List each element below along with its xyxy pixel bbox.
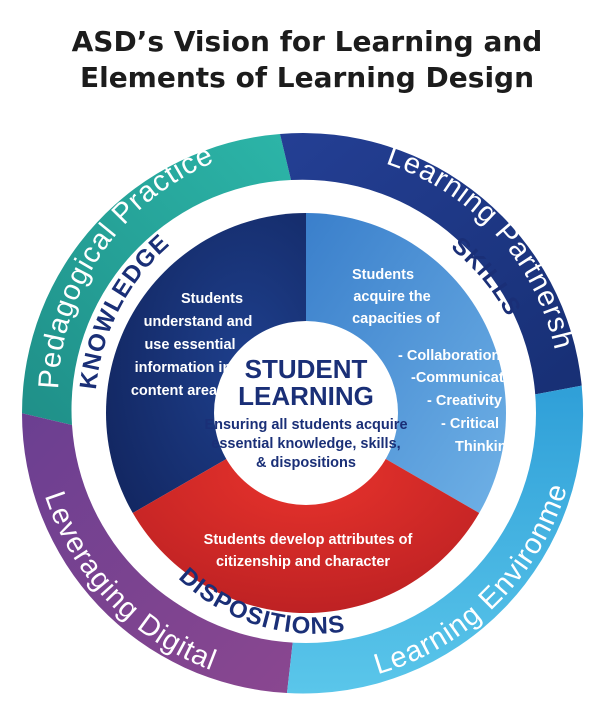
skills-intro-line: Students bbox=[352, 267, 414, 283]
dispositions-description: Students develop attributes of citizensh… bbox=[204, 532, 413, 570]
ring-segment-leveraging-digital bbox=[21, 413, 294, 693]
knowledge-line: information in bbox=[135, 360, 232, 376]
title-line-1: ASD’s Vision for Learning and bbox=[71, 25, 543, 58]
page-title: ASD’s Vision for Learning and Elements o… bbox=[0, 24, 614, 96]
dispositions-line: Students develop attributes of bbox=[204, 532, 413, 548]
dispositions-line: citizenship and character bbox=[216, 554, 390, 570]
title-line-2: Elements of Learning Design bbox=[79, 61, 535, 94]
center-circle bbox=[214, 321, 398, 505]
dispositions-slice bbox=[132, 413, 480, 613]
skills-intro-line: capacities of bbox=[352, 311, 440, 327]
center-title-line-1: STUDENT bbox=[245, 354, 368, 384]
skills-intro-line: acquire the bbox=[353, 289, 430, 305]
ring-segment-learning-environments bbox=[287, 385, 584, 694]
skills-item: - Collaboration bbox=[398, 348, 500, 364]
knowledge-line: Students bbox=[181, 291, 243, 307]
skills-item: - Creativity bbox=[427, 393, 502, 409]
center-subtitle-line-3: & dispositions bbox=[256, 455, 356, 471]
skills-item: - Critical bbox=[441, 416, 499, 432]
center-subtitle-line-1: Ensuring all students acquire bbox=[204, 417, 407, 433]
knowledge-description: Students understand and use essential in… bbox=[131, 291, 253, 399]
knowledge-line: understand and bbox=[144, 314, 253, 330]
skills-item: Thinking bbox=[455, 439, 515, 455]
knowledge-line: use essential bbox=[144, 337, 235, 353]
ring-segment-learning-partnerships bbox=[280, 133, 582, 395]
knowledge-line: content areas bbox=[131, 383, 225, 399]
center-title-line-2: LEARNING bbox=[238, 381, 374, 411]
skills-description: Students acquire the capacities of - Col… bbox=[352, 267, 525, 455]
center-text: STUDENT LEARNING Ensuring all students a… bbox=[204, 354, 407, 471]
ring-segment-pedagogical-practices bbox=[21, 134, 292, 425]
center-subtitle-line-2: essential knowledge, skills, bbox=[211, 436, 400, 452]
skills-item: -Communication bbox=[411, 370, 525, 386]
